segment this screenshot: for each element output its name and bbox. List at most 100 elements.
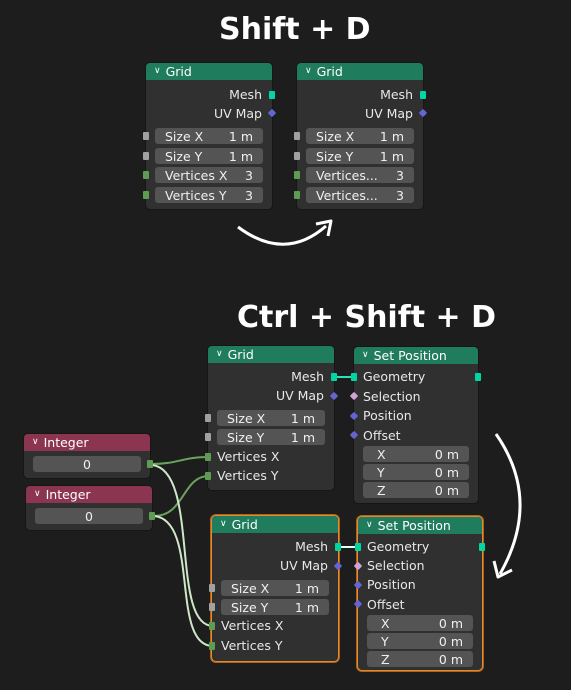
mesh-output-socket[interactable] xyxy=(335,543,341,551)
mesh-output-socket[interactable] xyxy=(331,373,337,381)
chevron-down-icon[interactable]: ∨ xyxy=(220,518,227,529)
integer-node-1[interactable]: ∨ Integer 0 xyxy=(24,434,150,478)
chevron-down-icon[interactable]: ∨ xyxy=(34,488,41,499)
set-position-node-original[interactable]: ∨Set Position Geometry Selection Positio… xyxy=(354,347,478,503)
size-y-input-socket[interactable] xyxy=(143,152,149,160)
chevron-down-icon[interactable]: ∨ xyxy=(362,349,369,360)
node-title: Integer xyxy=(43,435,89,450)
size-y-input-socket[interactable] xyxy=(294,152,300,160)
field-value: 0 m xyxy=(434,464,459,480)
field-label: Y xyxy=(381,633,389,649)
node-title: Grid xyxy=(316,64,343,79)
size-y-input-socket[interactable] xyxy=(205,433,211,441)
grid-node-header[interactable]: ∨ Grid xyxy=(146,63,272,80)
grid-node-header[interactable]: ∨ Grid xyxy=(212,516,338,533)
vertices-y-input-socket[interactable] xyxy=(294,191,300,199)
chevron-down-icon[interactable]: ∨ xyxy=(32,436,39,447)
chevron-down-icon[interactable]: ∨ xyxy=(216,348,223,359)
field-label: Z xyxy=(377,482,386,498)
field-value: 1 m xyxy=(294,599,319,615)
geometry-input-socket[interactable] xyxy=(351,373,357,381)
set-position-node-duplicate[interactable]: ∨Set Position Geometry Selection Positio… xyxy=(358,517,482,670)
vertices-x-input-socket[interactable] xyxy=(205,453,211,461)
integer-value: 0 xyxy=(83,456,91,472)
shift-d-title: Shift + D xyxy=(219,12,371,47)
integer-output-socket[interactable] xyxy=(149,512,155,520)
grid-node-header[interactable]: ∨Grid xyxy=(208,346,334,363)
size-x-input-socket[interactable] xyxy=(205,414,211,422)
set-position-node-header[interactable]: ∨Set Position xyxy=(354,347,478,364)
mesh-output-socket[interactable] xyxy=(420,91,426,99)
uv-map-output-label: UV Map xyxy=(364,106,413,121)
position-label: Position xyxy=(367,577,416,592)
geometry-output-socket[interactable] xyxy=(475,373,481,381)
vertices-x-input-socket[interactable] xyxy=(294,171,300,179)
field-value: 0 m xyxy=(438,633,463,649)
vertices-y-input-socket[interactable] xyxy=(143,191,149,199)
field-value: 0 m xyxy=(434,482,459,498)
integer-node-header[interactable]: ∨Integer xyxy=(26,486,152,503)
mesh-output-label: Mesh xyxy=(229,87,262,102)
node-title: Grid xyxy=(165,64,192,79)
geometry-label: Geometry xyxy=(363,369,426,384)
size-x-input-socket[interactable] xyxy=(209,584,215,592)
field-value: 0 m xyxy=(438,615,463,631)
link-int2-vy2 xyxy=(153,515,214,647)
size-y-input-socket[interactable] xyxy=(209,603,215,611)
set-position-node-header[interactable]: ∨ Set Position xyxy=(358,517,482,534)
vertices-x-input-socket[interactable] xyxy=(209,622,215,630)
size-x-input-socket[interactable] xyxy=(294,132,300,140)
chevron-down-icon[interactable]: ∨ xyxy=(154,65,161,76)
size-x-input-socket[interactable] xyxy=(143,132,149,140)
selection-label: Selection xyxy=(363,389,421,404)
field-label: X xyxy=(381,615,390,631)
integer-node-header[interactable]: ∨ Integer xyxy=(24,434,150,451)
vertices-x-field[interactable]: Vertices...3 xyxy=(306,167,414,183)
vertices-y-input-label: Vertices Y xyxy=(217,468,279,483)
field-label: Vertices... xyxy=(316,187,378,203)
geometry-input-socket[interactable] xyxy=(355,543,361,551)
vertices-y-field[interactable]: Vertices... 3 xyxy=(306,187,414,203)
vertices-y-input-socket[interactable] xyxy=(205,472,211,480)
integer-value-field[interactable]: 0 xyxy=(35,508,143,524)
geometry-output-socket[interactable] xyxy=(479,543,485,551)
field-value: 3 xyxy=(396,187,404,203)
vertices-x-input-socket[interactable] xyxy=(143,171,149,179)
integer-value: 0 xyxy=(85,508,93,524)
integer-node-2[interactable]: ∨Integer 0 xyxy=(26,486,152,530)
integer-output-socket[interactable] xyxy=(147,460,153,468)
field-value: 1 m xyxy=(290,410,315,426)
node-title: Set Position xyxy=(377,518,451,533)
curved-arrow-top xyxy=(237,224,327,246)
offset-label: Offset xyxy=(367,597,405,612)
field-label: Size Y xyxy=(316,148,354,164)
offset-z-field[interactable]: Z 0 m xyxy=(363,482,469,498)
mesh-output-socket[interactable] xyxy=(269,91,275,99)
offset-x-field[interactable]: X 0 m xyxy=(367,615,473,631)
chevron-down-icon[interactable]: ∨ xyxy=(305,65,312,76)
integer-value-field[interactable]: 0 xyxy=(33,456,141,472)
node-title: Grid xyxy=(231,517,258,532)
chevron-down-icon[interactable]: ∨ xyxy=(366,519,373,530)
vertices-y-input-socket[interactable] xyxy=(209,642,215,650)
grid-node-header[interactable]: ∨ Grid xyxy=(297,63,423,80)
offset-y-field[interactable]: Y 0 m xyxy=(367,633,473,649)
field-label: X xyxy=(377,446,386,462)
